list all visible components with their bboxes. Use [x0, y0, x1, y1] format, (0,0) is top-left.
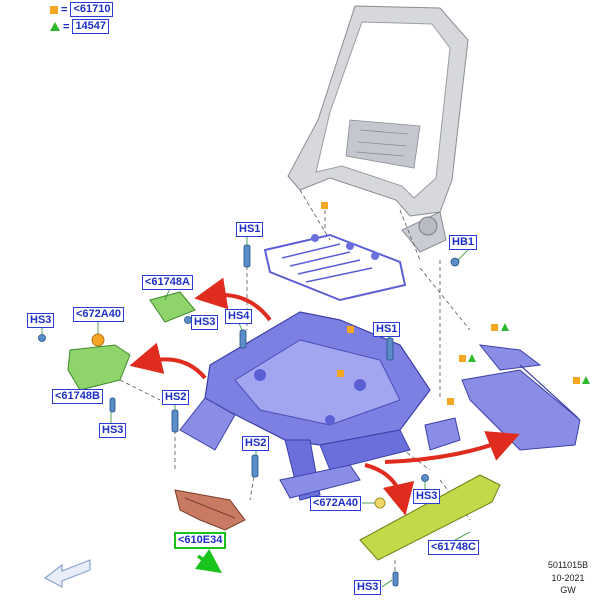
callout-hs3-left-top: HS3: [27, 313, 55, 328]
bolt-hs1-top: [243, 244, 251, 268]
reference-code: 5011015B: [547, 560, 589, 570]
bracket-61748a: [149, 291, 196, 323]
marker-orange-square: [491, 324, 498, 331]
callout-hs3-left-bottom: HS3: [99, 423, 127, 438]
callout-61748a: <61748A: [142, 275, 193, 290]
callout-hs4: HS4: [225, 309, 253, 324]
legend-equals: =: [63, 20, 70, 33]
callout-hs2-left: HS2: [162, 390, 190, 405]
marker-green-triangle: [582, 376, 590, 384]
callout-hb1: HB1: [449, 235, 478, 250]
legend-code-14547: 14547: [72, 19, 110, 34]
marker-orange-square: [573, 377, 580, 384]
marker-orange-square: [321, 202, 328, 209]
marker-orange-square: [337, 370, 344, 377]
arrow-to-61748c: [364, 463, 415, 516]
marker-orange-square: [347, 326, 354, 333]
marker-orange-square: [447, 398, 454, 405]
bolt-hs3-left: [109, 397, 116, 413]
callout-hs2-mid: HS2: [242, 436, 270, 451]
green-triangle-icon: [50, 22, 60, 31]
callout-61748c: <61748C: [428, 540, 479, 555]
bolt-hs2-left: [171, 409, 179, 433]
callout-hs1-top: HS1: [236, 222, 264, 237]
arrow-to-61748b: [129, 342, 207, 380]
arrow-to-61748a: [194, 277, 272, 322]
wiring-harness-610e34: [174, 489, 246, 531]
author-initials: GW: [560, 585, 576, 595]
callout-hs3-bottom: HS3: [354, 580, 382, 595]
legend-row-green: = 14547: [50, 19, 110, 34]
legend-equals: =: [61, 3, 68, 16]
marker-green-triangle: [468, 354, 476, 362]
bracket-61748b: [67, 333, 131, 391]
marker-green-triangle: [501, 323, 509, 331]
seat-cushion-wire-grid: [263, 233, 407, 302]
callout-hs3-upper-mid: HS3: [191, 315, 219, 330]
screw-hs3-left-top: [38, 334, 46, 342]
legend-row-orange: = <61710: [50, 2, 114, 17]
highlight-pointer-arrow: [194, 548, 222, 574]
callout-672a40-bottom: <672A40: [310, 496, 361, 511]
legend-code-61710: <61710: [70, 2, 114, 17]
seat-lower-frame: [179, 311, 431, 501]
seat-track-assembly: [424, 344, 581, 451]
bolt-hs2-mid: [251, 454, 259, 478]
marker-orange-square: [459, 355, 466, 362]
bolt-hs3-bottom: [392, 571, 399, 587]
relocation-arrows: [129, 277, 520, 516]
callout-hs1-mid: HS1: [373, 322, 401, 337]
clip-672a40: [91, 333, 105, 347]
fasteners: [38, 244, 460, 587]
arrow-to-track: [384, 431, 520, 464]
screw-hs3-right: [421, 474, 429, 482]
callout-672a40-left: <672A40: [73, 307, 124, 322]
seat-backrest-frame: [287, 5, 469, 253]
callout-61748b: <61748B: [52, 389, 103, 404]
bolt-hb1: [450, 257, 460, 267]
bolt-hs1-mid: [386, 337, 394, 361]
callout-610e34-highlighted: <610E34: [174, 532, 227, 549]
orange-square-icon: [50, 5, 58, 14]
callout-leader-lines: [41, 235, 471, 588]
callout-hs3-right: HS3: [413, 489, 441, 504]
bolt-hs4: [239, 329, 247, 349]
part-markers: [321, 202, 590, 405]
orientation-arrow-icon: [43, 559, 91, 588]
revision-date: 10-2021: [551, 573, 585, 583]
